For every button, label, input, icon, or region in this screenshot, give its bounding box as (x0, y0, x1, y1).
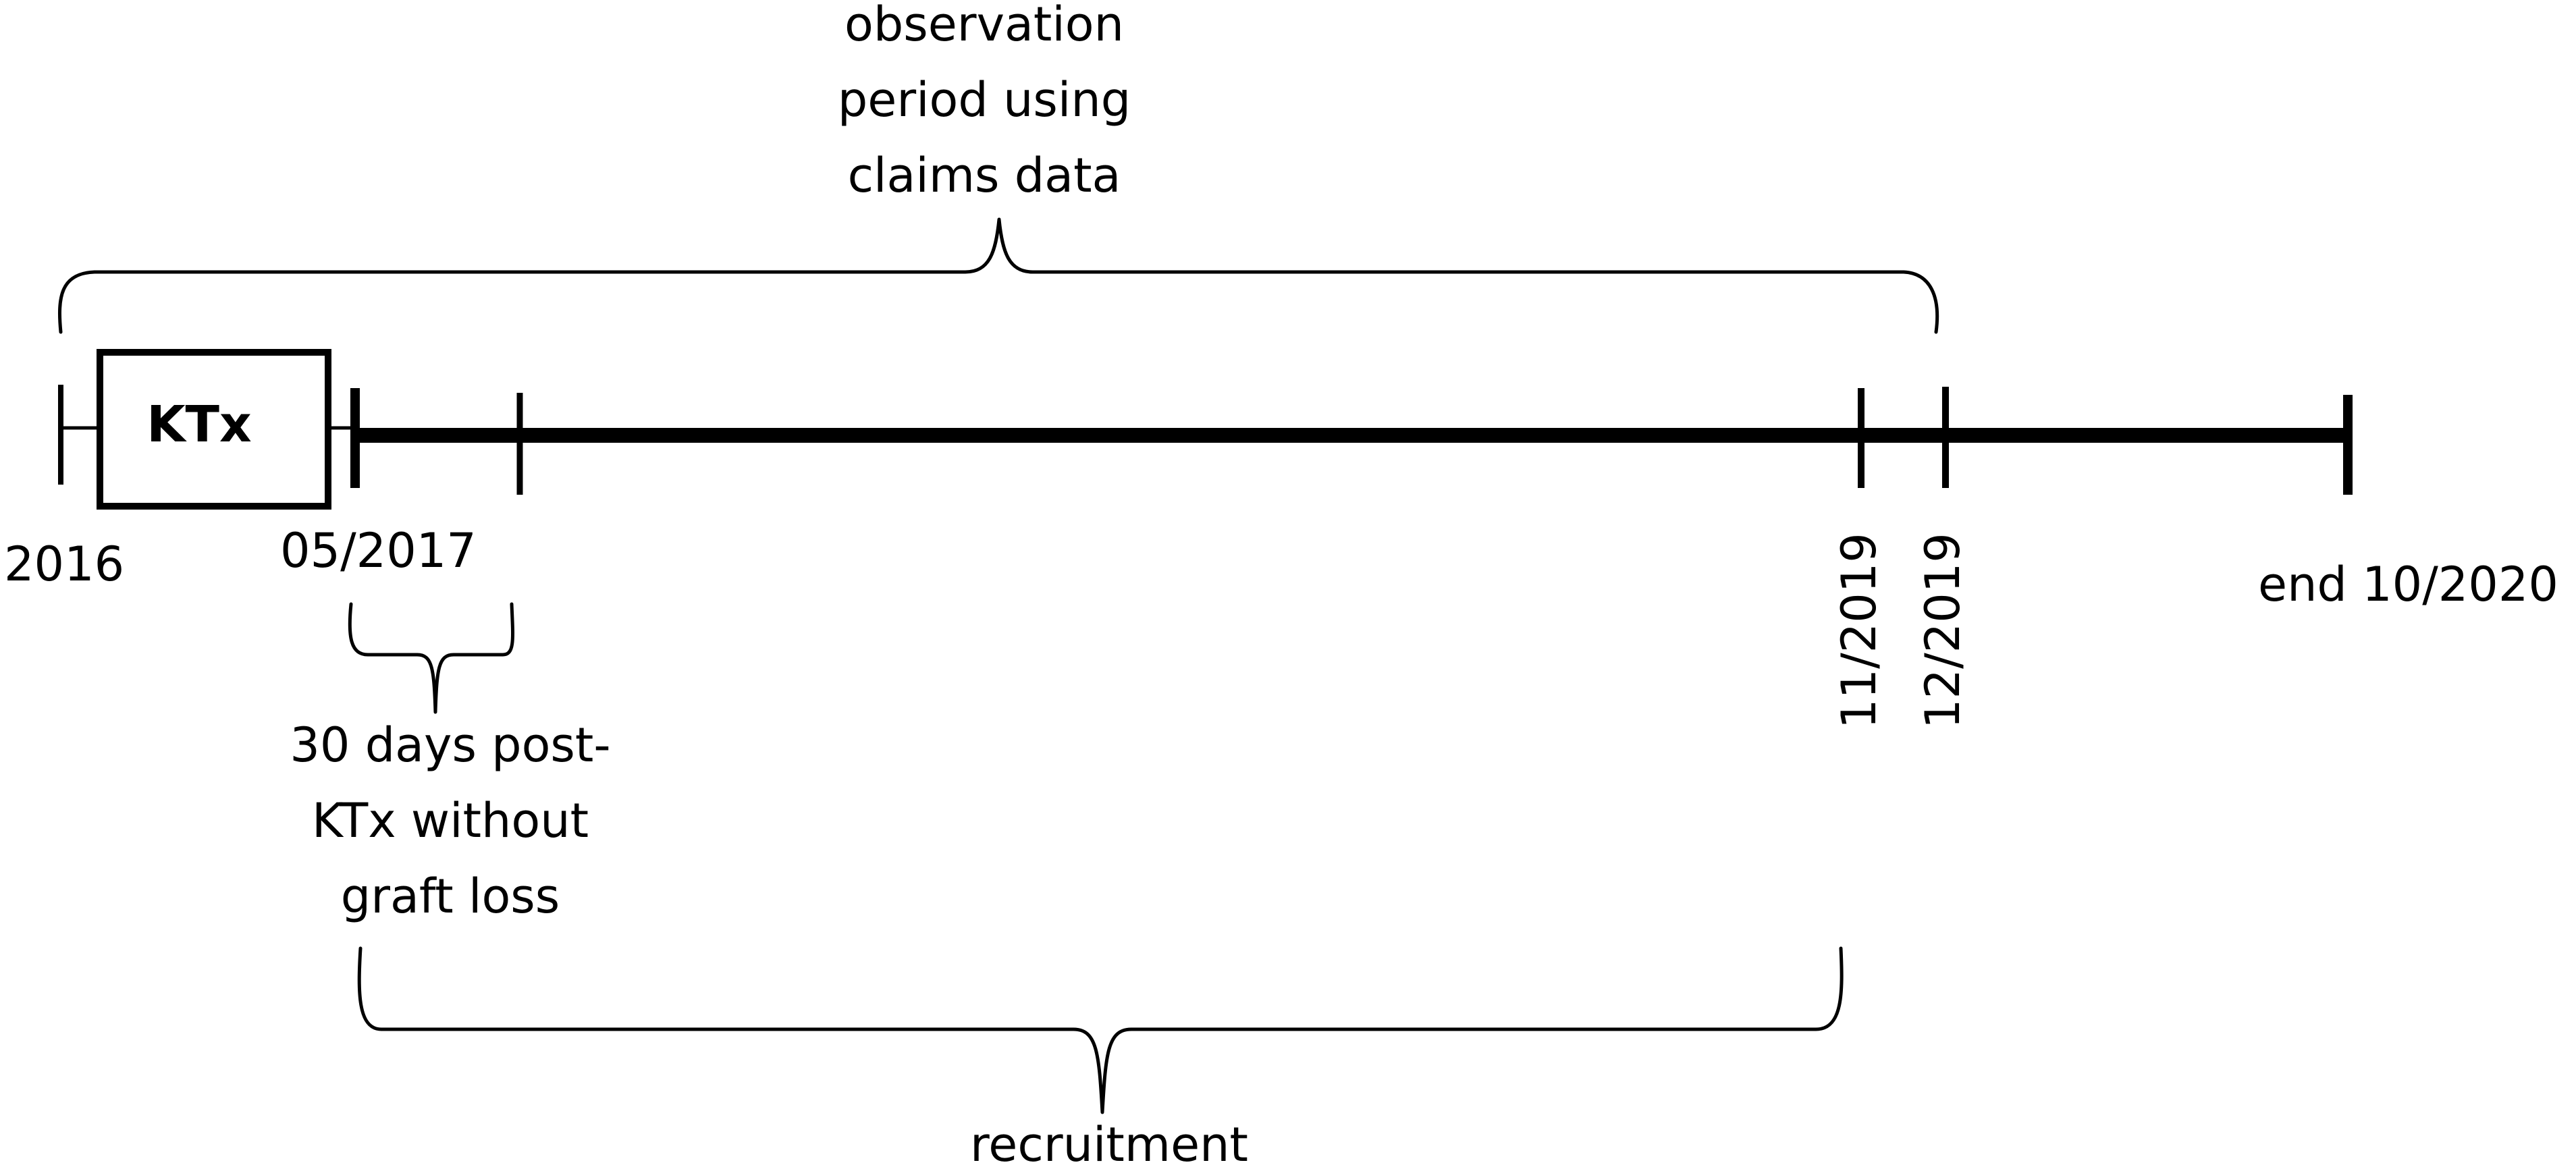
observation-label-line3: claims data (848, 148, 1121, 203)
label-05-2017: 05/2017 (280, 523, 477, 578)
label-11-2019: 11/2019 (1831, 533, 1887, 729)
label-2016: 2016 (4, 537, 124, 592)
post-ktx-brace (348, 602, 514, 714)
observation-label-line1: observation (844, 0, 1124, 52)
recruitment-label: recruitment (970, 1117, 1248, 1169)
observation-label-line2: period using (838, 72, 1131, 128)
label-12-2019: 12/2019 (1915, 533, 1970, 729)
recruitment-brace (357, 946, 1844, 1114)
observation-period-brace (57, 217, 1939, 334)
post-ktx-label-line2: KTx without (312, 793, 589, 848)
ktx-box-label: KTx (146, 396, 252, 454)
post-ktx-label-line1: 30 days post- (290, 717, 610, 773)
label-end-10-2020: end 10/2020 (2258, 557, 2558, 612)
post-ktx-label-line3: graft loss (341, 869, 560, 924)
